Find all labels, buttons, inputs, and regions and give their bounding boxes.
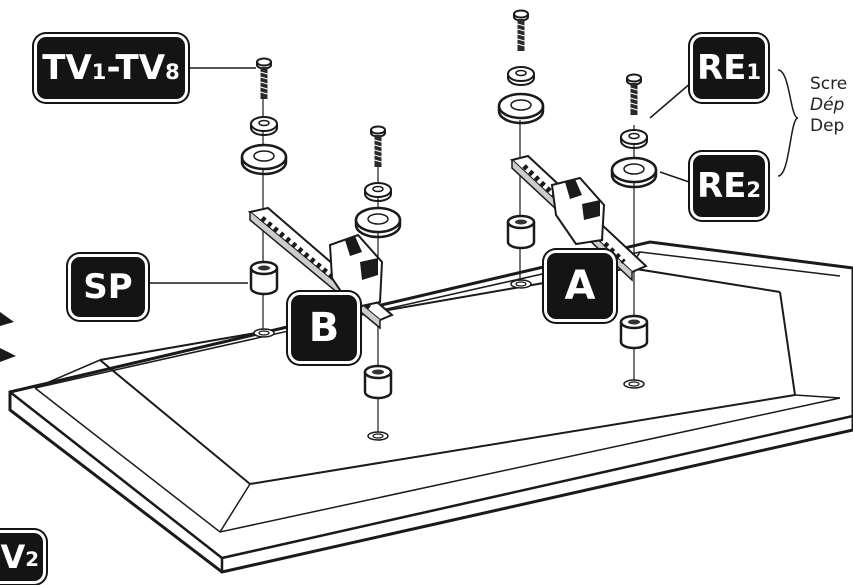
callout-tv-sub2: 8 xyxy=(165,58,180,84)
leader-lines xyxy=(144,67,799,284)
callout-sp-label: SP xyxy=(83,267,133,307)
side-note-line1: Scre xyxy=(810,74,848,94)
assembly-left-outer xyxy=(240,57,288,338)
callout-re2-sub: 2 xyxy=(746,176,762,202)
callout-tv2-main: V xyxy=(0,538,26,576)
callout-re2-main: RE xyxy=(696,166,747,206)
callout-tv2-sub: 2 xyxy=(25,548,39,572)
callout-re1-main: RE xyxy=(696,48,747,88)
callout-a: A xyxy=(544,250,616,322)
callout-tv-main: TV xyxy=(42,48,92,88)
callout-tv-dash: -TV xyxy=(106,48,166,88)
side-note-line3: Dep xyxy=(810,116,845,136)
side-note-line2: Dép xyxy=(810,95,845,115)
callout-sp: SP xyxy=(68,254,148,320)
callout-b-label: B xyxy=(308,305,340,351)
assembly-right-inner xyxy=(497,9,545,289)
left-edge-arrows xyxy=(0,312,16,362)
callout-b: B xyxy=(288,292,360,364)
callout-re1-sub: 1 xyxy=(746,58,762,84)
callout-a-label: A xyxy=(564,263,596,309)
callout-tv-sub1: 1 xyxy=(91,58,107,84)
side-note: Scre Dép Dep xyxy=(810,74,847,137)
